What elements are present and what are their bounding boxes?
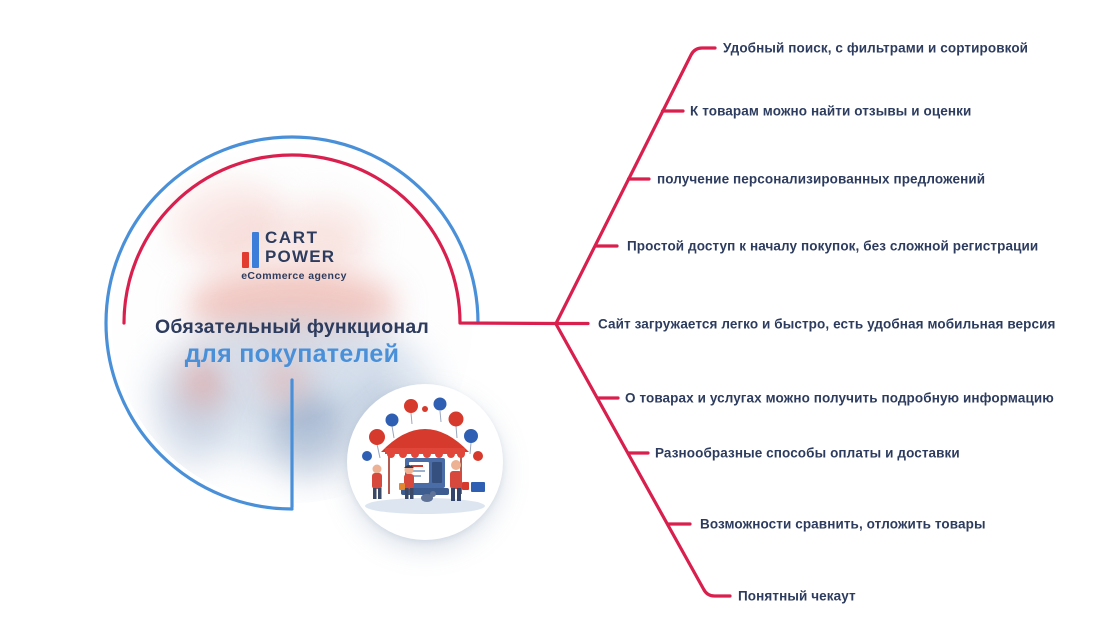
logo-name-top: CART (265, 228, 319, 247)
feature-item-3: получение персонализированных предложени… (657, 171, 986, 187)
logo-blue-bar-icon (252, 232, 259, 268)
feature-item-6: О товарах и услугах можно получить подро… (625, 390, 1054, 406)
red-circle-arc (122, 153, 558, 326)
main-title-line2: для покупателей (184, 340, 400, 368)
feature-item-9: Понятный чекаут (738, 588, 856, 604)
main-title-line1: Обязательный функционал (155, 316, 429, 338)
feature-item-8: Возможности сравнить, отложить товары (700, 516, 986, 532)
feature-item-7: Разнообразные способы оплаты и доставки (655, 445, 960, 461)
branch-upper (554, 46, 717, 326)
feature-item-1: Удобный поиск, с фильтрами и сортировкой (723, 40, 1029, 56)
market-illustration-scene (362, 397, 485, 514)
market-illustration (347, 384, 503, 540)
cart-power-logo: CART POWER eCommerce agency (241, 228, 362, 284)
branch-lower (554, 322, 732, 598)
blue-circle-arc (104, 135, 480, 511)
feature-item-2: К товарам можно найти отзывы и оценки (690, 103, 972, 119)
logo-red-bar-icon (242, 252, 249, 268)
logo-name-bottom: POWER (265, 247, 336, 266)
feature-item-4: Простой доступ к началу покупок, без сло… (627, 238, 1039, 254)
feature-item-5: Сайт загружается легко и быстро, есть уд… (598, 316, 1056, 332)
logo-tagline: eCommerce agency (241, 270, 347, 282)
